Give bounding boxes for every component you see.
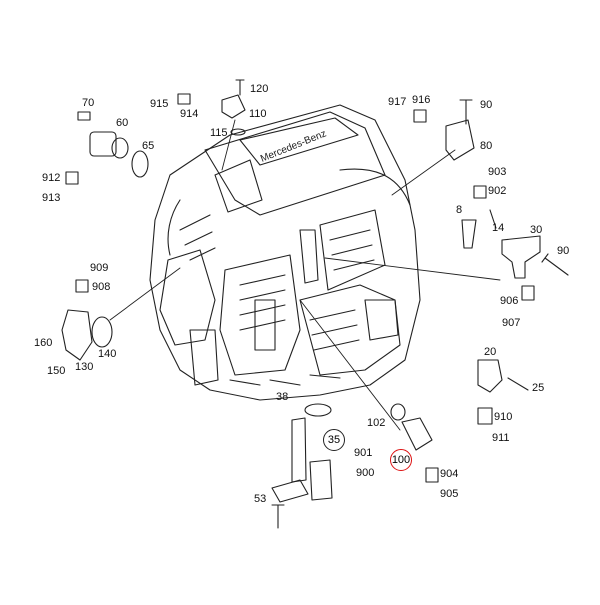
part-120: [235, 79, 245, 96]
callout-130: 130: [75, 361, 94, 373]
part-100: [401, 417, 433, 451]
part-102-ring: [390, 403, 406, 421]
callout-53: 53: [254, 493, 267, 505]
part-910: [477, 407, 493, 425]
callout-910: 910: [494, 411, 513, 423]
callout-30: 30: [530, 224, 543, 236]
engine-block: [149, 104, 421, 401]
part-30: [501, 235, 541, 279]
part-80: [445, 119, 475, 161]
part-8: [461, 219, 477, 249]
callout-915: 915: [150, 98, 169, 110]
callout-160: 160: [34, 337, 53, 349]
callout-907: 907: [502, 317, 521, 329]
callout-901: 901: [354, 447, 373, 459]
callout-916: 916: [412, 94, 431, 106]
part-115-ring: [230, 128, 246, 136]
callout-900: 900: [356, 467, 375, 479]
callout-906: 906: [500, 295, 519, 307]
callout-25: 25: [532, 382, 545, 394]
callout-904: 904: [440, 468, 459, 480]
callout-20: 20: [484, 346, 497, 358]
part-908: [75, 279, 89, 293]
part-35-tube: [291, 417, 307, 483]
part-916: [413, 109, 427, 123]
callout-908: 908: [92, 281, 111, 293]
callout-120: 120: [250, 83, 269, 95]
part-53-base: [271, 479, 309, 503]
callout-14: 14: [492, 222, 505, 234]
part-90-bolt-b: [541, 253, 569, 276]
callout-917: 917: [388, 96, 407, 108]
callout-903: 903: [488, 166, 507, 178]
part-65-ring: [131, 150, 149, 178]
part-130: [61, 309, 93, 361]
callout-150: 150: [47, 365, 66, 377]
part-90-bolt: [459, 99, 473, 125]
part-110: [221, 94, 246, 119]
part-60: [77, 111, 129, 159]
callout-38: 38: [276, 391, 289, 403]
callout-912: 912: [42, 172, 61, 184]
part-902: [473, 185, 487, 199]
callout-35-circle: 35: [323, 429, 345, 451]
callout-140: 140: [98, 348, 117, 360]
callout-115: 115: [210, 127, 228, 139]
part-20: [477, 359, 503, 393]
callout-35: 35: [327, 434, 341, 446]
callout-60: 60: [116, 117, 129, 129]
callout-909: 909: [90, 262, 109, 274]
callout-8: 8: [456, 204, 463, 216]
callout-911: 911: [492, 432, 510, 444]
part-904: [425, 467, 439, 483]
callout-90a: 90: [480, 99, 493, 111]
callout-902: 902: [488, 185, 507, 197]
callout-80: 80: [480, 140, 493, 152]
part-53-bolt: [271, 504, 285, 529]
callout-914: 914: [180, 108, 199, 120]
callout-913: 913: [42, 192, 61, 204]
leader-lines: [109, 119, 501, 431]
callout-65: 65: [142, 140, 155, 152]
callout-90b: 90: [557, 245, 570, 257]
callout-100-highlight: 100: [390, 449, 412, 471]
callout-905: 905: [440, 488, 459, 500]
part-912: [65, 171, 79, 185]
part-140-ring: [91, 316, 113, 348]
brand-text: Mercedes-Benz: [259, 128, 328, 164]
part-38-ring: [304, 403, 332, 417]
part-14: [489, 209, 497, 229]
callout-102: 102: [367, 417, 386, 429]
callout-70: 70: [82, 97, 95, 109]
part-906: [521, 285, 535, 301]
part-914: [177, 93, 191, 105]
callout-100: 100: [391, 454, 411, 466]
part-900: [309, 459, 333, 501]
callout-110: 110: [249, 108, 267, 120]
part-25-bolt: [507, 377, 529, 391]
